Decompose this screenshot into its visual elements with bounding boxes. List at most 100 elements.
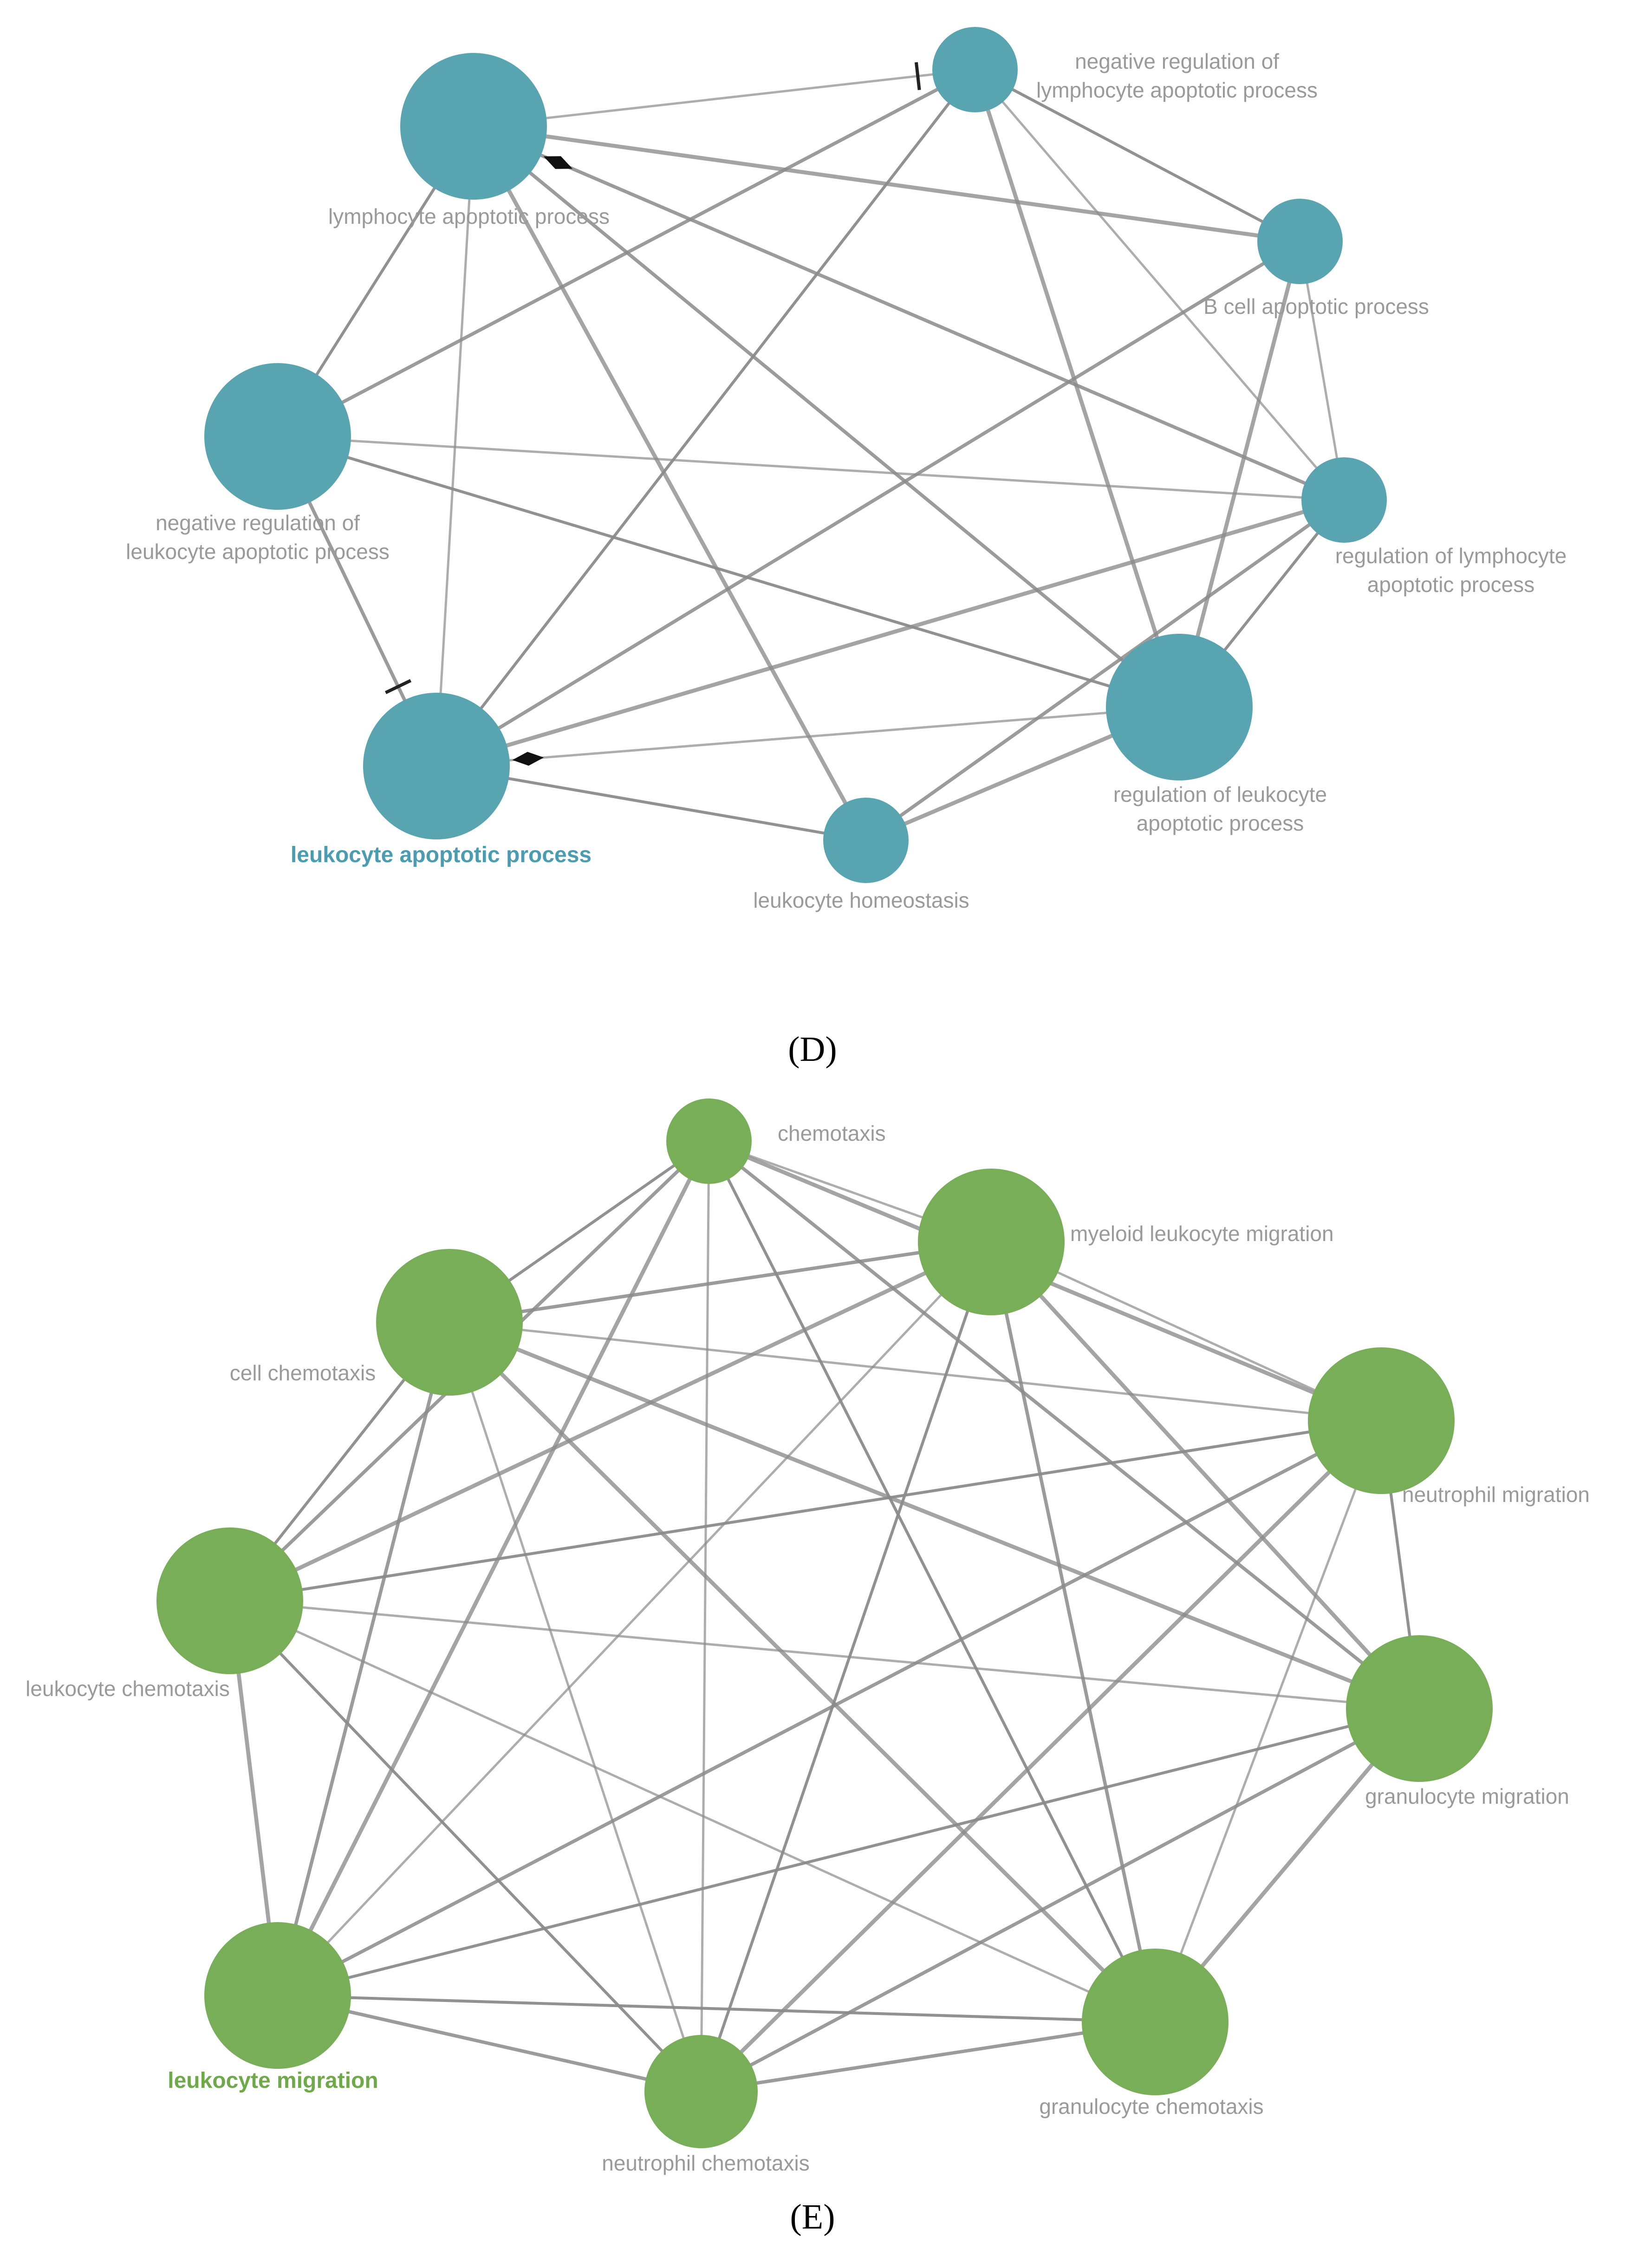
node-label-line: leukocyte chemotaxis xyxy=(26,1677,230,1701)
edge-nrleap-rleap xyxy=(277,435,1180,708)
edge-nc-lc xyxy=(228,1599,702,2093)
edge-bcap-rlap xyxy=(1299,241,1346,500)
edge-nc-cc xyxy=(448,1322,702,2092)
node-label-lc: leukocyte chemotaxis xyxy=(26,1677,230,1701)
node-label-nc: neutrophil chemotaxis xyxy=(602,2151,809,2175)
edge-mlm-nc xyxy=(700,1241,993,2093)
node-label-line: B cell apoptotic process xyxy=(1203,294,1429,318)
edge-mlm-gm xyxy=(989,1241,1421,1710)
node-cc xyxy=(376,1249,523,1396)
edge-nrlap-bcap xyxy=(974,68,1301,243)
node-label-line: granulocyte chemotaxis xyxy=(1039,2094,1263,2119)
panel-e-nodes xyxy=(156,1098,1493,2148)
node-gc xyxy=(1082,1949,1228,2095)
edge-nm-nc xyxy=(699,1419,1383,2093)
edge-nrlap-rlap xyxy=(974,69,1345,501)
edge-lap-nrlap xyxy=(473,68,975,128)
edge-chem-lm xyxy=(276,1140,711,1996)
edge-chem-gm xyxy=(708,1140,1421,1710)
edge-mlm-lc xyxy=(229,1240,992,1603)
node-lh xyxy=(823,798,909,883)
panel-e-labels: chemotaxis myeloid leukocyte migration neu… xyxy=(26,1121,1590,2175)
node-lap xyxy=(400,53,547,200)
node-label-line: neutrophil migration xyxy=(1402,1482,1590,1507)
node-label-line: neutrophil chemotaxis xyxy=(602,2151,809,2175)
node-lm xyxy=(204,1922,351,2069)
node-label-line: lymphocyte apoptotic process xyxy=(328,204,610,228)
node-label-leap: leukocyte apoptotic process xyxy=(291,843,592,867)
edge-gc-lc xyxy=(229,1599,1156,2023)
edge-rlap-lap xyxy=(473,124,1345,502)
node-label-line: myeloid leukocyte migration xyxy=(1070,1222,1334,1246)
node-label-cc: cell chemotaxis xyxy=(230,1361,376,1385)
node-nc xyxy=(644,2035,758,2148)
node-label-line: chemotaxis xyxy=(778,1121,886,1145)
node-label-nm: neutrophil migration xyxy=(1402,1482,1590,1507)
edge-nrlap-nrleap xyxy=(277,68,976,438)
node-label-bcap: B cell apoptotic process xyxy=(1203,294,1429,318)
panel-d-nodes xyxy=(204,27,1387,883)
edge-lm-cc xyxy=(276,1322,451,1996)
node-label-line: granulocyte migration xyxy=(1365,1784,1569,1808)
edge-chem-nc xyxy=(700,1141,710,2092)
node-mlm xyxy=(918,1169,1065,1315)
node-rlap xyxy=(1301,457,1387,543)
node-lc xyxy=(156,1527,303,1674)
edge-mlm-gc xyxy=(989,1241,1157,2022)
edge-chem-gc xyxy=(708,1140,1157,2023)
edge-rleap-leap xyxy=(436,706,1180,767)
node-label-lm: leukocyte migration xyxy=(168,2068,378,2093)
edge-nm-gc xyxy=(1154,1420,1383,2022)
edge-lap-lh xyxy=(472,125,868,842)
panel-e-network: chemotaxis myeloid leukocyte migration neu… xyxy=(26,1098,1590,2236)
node-label-gm: granulocyte migration xyxy=(1365,1784,1569,1808)
node-label-line: leukocyte homeostasis xyxy=(753,888,969,912)
node-label-chem: chemotaxis xyxy=(778,1121,886,1145)
node-label-line: regulation of leukocyte xyxy=(1113,782,1327,806)
node-label-line: lymphocyte apoptotic process xyxy=(1036,78,1318,102)
node-nm xyxy=(1308,1347,1455,1494)
edge-nrlap-rleap xyxy=(973,69,1182,708)
edge-lap-rleap xyxy=(472,125,1181,708)
panel-d-caption: (D) xyxy=(788,1030,837,1069)
edge-rlap-lh xyxy=(864,498,1346,842)
activation-marker xyxy=(543,156,573,169)
edge-bcap-leap xyxy=(436,240,1301,768)
node-chem xyxy=(666,1098,752,1184)
node-bcap xyxy=(1257,199,1343,284)
node-label-line: leukocyte apoptotic process xyxy=(126,539,390,564)
edge-gm-lc xyxy=(229,1599,1420,1710)
edge-nm-cc xyxy=(449,1321,1382,1422)
edge-gm-cc xyxy=(448,1320,1420,1710)
node-gm xyxy=(1346,1635,1493,1782)
edge-gc-cc xyxy=(448,1320,1157,2024)
panel-d-edge-markers xyxy=(384,62,921,766)
inhibition-marker xyxy=(914,62,921,91)
node-rleap xyxy=(1106,634,1253,780)
activation-marker xyxy=(512,752,544,766)
node-label-gc: granulocyte chemotaxis xyxy=(1039,2094,1263,2119)
node-nrleap xyxy=(204,363,351,510)
edge-rlap-leap xyxy=(436,498,1345,768)
edge-nm-lm xyxy=(277,1419,1382,1997)
panel-e-caption: (E) xyxy=(790,2197,835,2236)
node-label-line: leukocyte migration xyxy=(168,2068,378,2093)
edge-nm-lc xyxy=(229,1419,1382,1603)
node-label-nrlap: negative regulation of lymphocyte apoptot… xyxy=(1036,49,1318,102)
edge-gm-lm xyxy=(277,1707,1420,1997)
node-label-nrleap: negative regulation of leukocyte apoptoti… xyxy=(126,511,390,564)
node-label-mlm: myeloid leukocyte migration xyxy=(1070,1222,1334,1246)
inhibition-marker xyxy=(384,679,412,694)
node-label-line: negative regulation of xyxy=(1075,49,1279,73)
node-label-line: leukocyte apoptotic process xyxy=(291,843,592,867)
edge-gc-lm xyxy=(277,1994,1156,2024)
node-label-line: negative regulation of xyxy=(156,511,360,535)
node-label-lh: leukocyte homeostasis xyxy=(753,888,969,912)
node-nrlap xyxy=(932,27,1018,112)
edge-gm-nc xyxy=(700,1707,1420,2093)
